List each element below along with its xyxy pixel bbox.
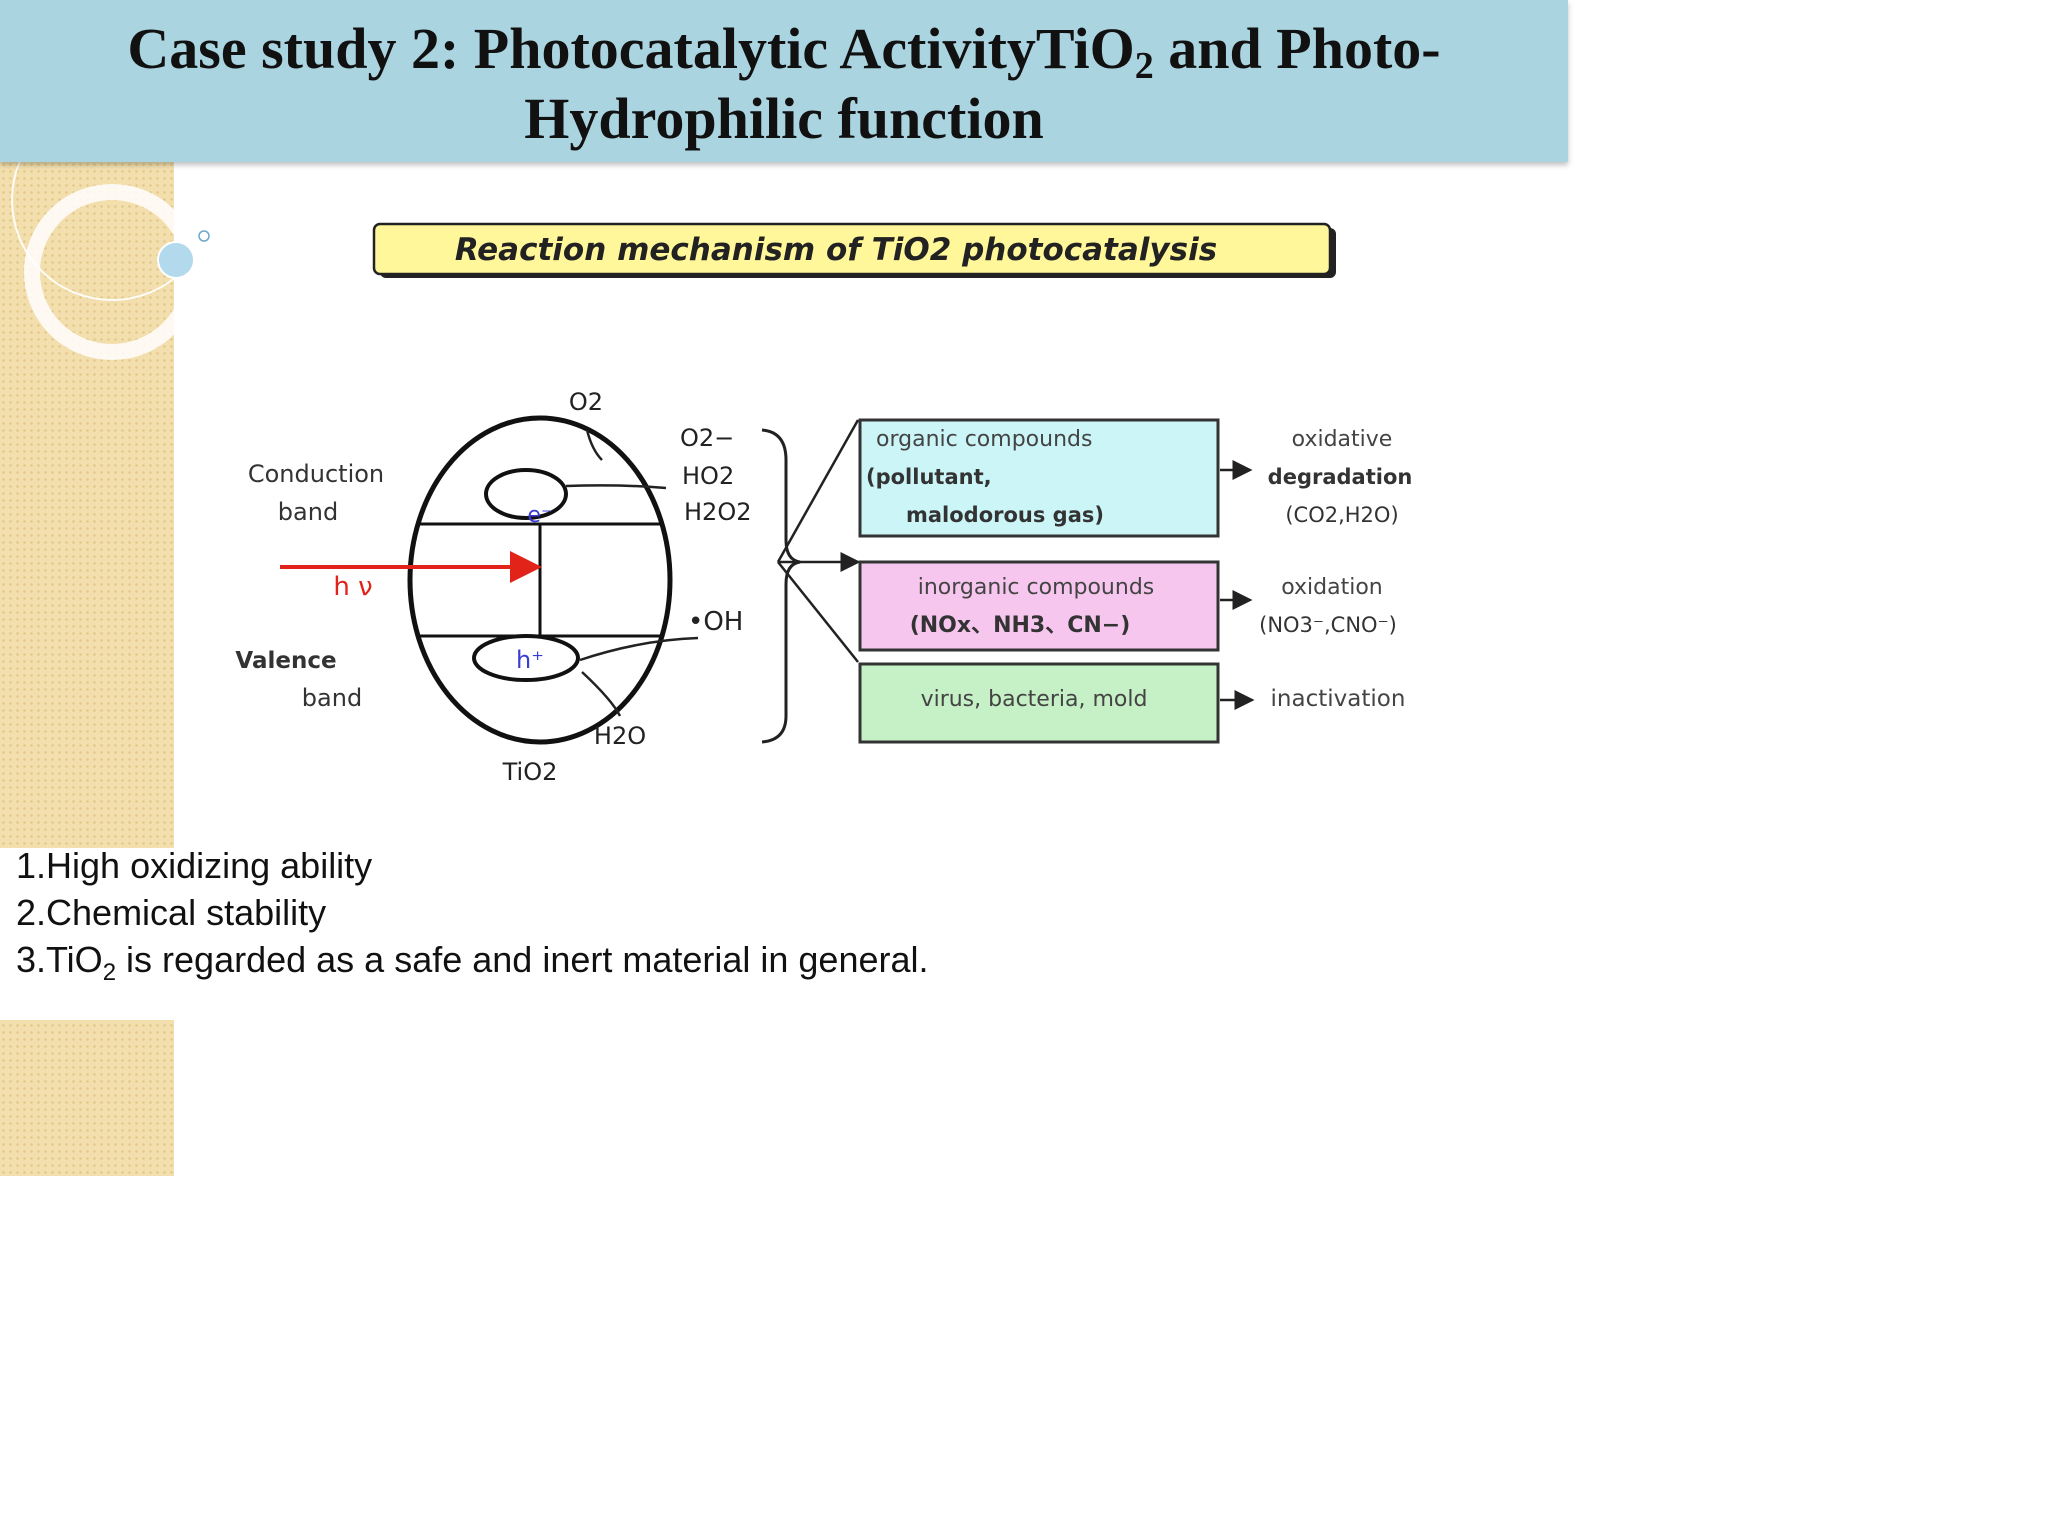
title-line1: Case study 2: Photocatalytic ActivityTiO…	[127, 16, 1441, 85]
electron-connector	[565, 484, 667, 490]
header-box	[372, 222, 1332, 276]
biological-line-1: virus, bacteria, mold	[921, 687, 1148, 712]
inorganic-box	[858, 560, 1220, 652]
valence-label-2: band	[302, 684, 362, 712]
title-text-end: and Photo-	[1153, 16, 1441, 81]
valence-label-1: Valence	[235, 648, 336, 674]
bullet-item-1: 1.High oxidizing ability	[16, 845, 373, 886]
bracket	[761, 428, 801, 744]
oxygen-label: O2	[569, 388, 603, 416]
inorganic-result-1: oxidation	[1281, 575, 1383, 600]
organic-box	[858, 418, 1220, 538]
title-subscript: 2	[1134, 45, 1154, 87]
water-connector	[581, 671, 622, 717]
organic-result-2: degradation	[1268, 465, 1413, 489]
bullet-item-3-post: is regarded as a safe and inert material…	[116, 939, 929, 980]
electron-label: e⁻	[527, 503, 552, 528]
organic-line-2: (pollutant,	[866, 465, 992, 489]
oxygen-connector	[585, 429, 603, 461]
material-label: TiO2	[502, 758, 558, 786]
organic-result-1: oxidative	[1292, 427, 1393, 452]
organic-line-3: malodorous gas)	[906, 503, 1104, 527]
mechanism-diagram: Reaction mechanism of TiO2 photocatalysi…	[235, 222, 1413, 786]
hole-connector	[579, 636, 699, 662]
water-label: H2O	[594, 722, 646, 750]
title-line2: Hydrophilic function	[524, 86, 1044, 151]
title-text: Case study 2: Photocatalytic ActivityTiO	[127, 16, 1135, 81]
bullet-list: 1.High oxidizing ability 2.Chemical stab…	[16, 842, 929, 986]
biological-result-1: inactivation	[1271, 686, 1406, 712]
biological-box	[858, 662, 1220, 744]
reduced-species-1: O2−	[680, 424, 734, 452]
title-bar: Case study 2: Photocatalytic ActivityTiO…	[0, 0, 1568, 162]
conduction-label-2: band	[278, 498, 338, 526]
fan-line-organic	[776, 419, 860, 563]
sidebar-gap	[0, 848, 174, 1020]
bullet-item-2: 2.Chemical stability	[16, 892, 327, 933]
organic-result-3: (CO2,H2O)	[1285, 503, 1398, 527]
hole-bubble	[472, 634, 580, 682]
bullet-item-3: 3.TiO2 is regarded as a safe and inert m…	[16, 936, 929, 986]
fan-line-biological	[777, 561, 859, 663]
inorganic-result-2: (NO3⁻,CNO⁻)	[1259, 613, 1397, 637]
diagram-header: Reaction mechanism of TiO2 photocatalysi…	[455, 232, 1217, 268]
bullet-item-3-pre: 3.TiO	[16, 939, 103, 980]
hole-label: h⁺	[516, 646, 544, 674]
reduced-species-2: HO2	[682, 462, 734, 490]
inorganic-line-2: (NOx、NH3、CN−)	[910, 613, 1131, 638]
conduction-label-1: Conduction	[248, 460, 384, 488]
light-label: h ν	[333, 572, 372, 602]
hydroxyl-label: •OH	[688, 607, 743, 637]
organic-line-1: organic compounds	[876, 427, 1092, 452]
electron-bubble	[484, 468, 568, 520]
inorganic-line-1: inorganic compounds	[918, 575, 1155, 600]
slide-title: Case study 2: Photocatalytic ActivityTiO…	[0, 14, 1568, 154]
reduced-species-3: H2O2	[684, 498, 751, 526]
bullet-item-3-sub: 2	[102, 959, 117, 986]
